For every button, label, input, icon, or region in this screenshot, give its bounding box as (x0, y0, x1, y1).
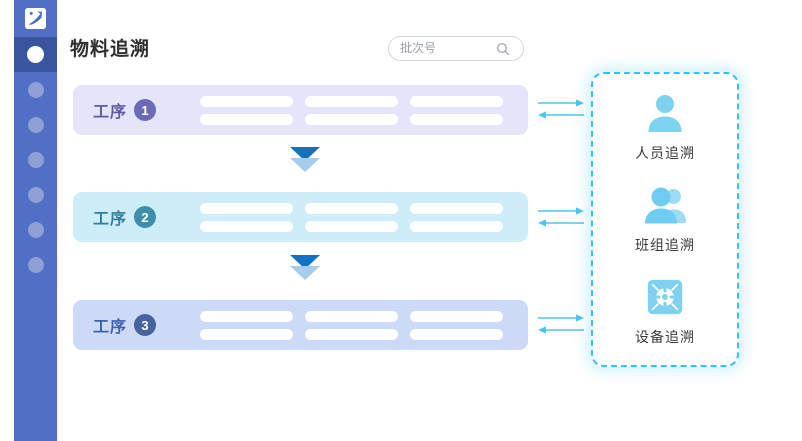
flow-down-arrow-2 (287, 254, 323, 282)
field-column (200, 95, 293, 125)
process-fields-1 (200, 95, 503, 125)
process-label-group-1: 工序 1 (93, 98, 197, 122)
sidebar-item-6[interactable] (14, 212, 57, 247)
process-label-group-3: 工序 3 (93, 313, 197, 337)
process-fields-2 (200, 202, 503, 232)
equipment-gear-icon (643, 276, 687, 318)
search-box[interactable] (388, 36, 524, 61)
sidebar-dot-icon (27, 151, 44, 168)
field-placeholder-bar (410, 95, 503, 107)
process-label-1: 工序 (93, 104, 128, 121)
field-placeholder-bar (200, 220, 293, 232)
field-placeholder-bar (200, 310, 293, 322)
process-label-group-2: 工序 2 (93, 205, 197, 229)
sidebar-dot-icon (27, 256, 44, 273)
field-placeholder-bar (410, 202, 503, 214)
person-icon (643, 92, 687, 134)
sidebar-dot-icon (27, 116, 44, 133)
trace-item-personnel[interactable]: 人员追溯 (593, 92, 737, 163)
trace-item-equipment[interactable]: 设备追溯 (593, 276, 737, 347)
process-row-2[interactable]: 工序 2 (73, 192, 528, 242)
field-placeholder-bar (410, 328, 503, 340)
field-column (410, 202, 503, 232)
sidebar (14, 0, 57, 441)
link-arrow-1 (536, 96, 586, 122)
field-placeholder-bar (200, 328, 293, 340)
field-placeholder-bar (200, 202, 293, 214)
sidebar-item-2[interactable] (14, 72, 57, 107)
trace-label-equipment: 设备追溯 (635, 328, 695, 345)
field-placeholder-bar (305, 310, 398, 322)
field-placeholder-bar (410, 220, 503, 232)
link-arrow-2 (536, 204, 586, 230)
field-placeholder-bar (410, 310, 503, 322)
search-icon[interactable] (496, 42, 510, 56)
trace-panel: 人员追溯 班组追溯 (591, 72, 739, 367)
field-placeholder-bar (305, 202, 398, 214)
group-icon (643, 184, 687, 226)
page-title: 物料追溯 (70, 39, 151, 60)
sidebar-item-7[interactable] (14, 247, 57, 282)
field-placeholder-bar (200, 113, 293, 125)
process-fields-3 (200, 310, 503, 340)
trace-label-personnel: 人员追溯 (635, 145, 695, 162)
logo-mark-icon (25, 8, 46, 29)
field-column (305, 202, 398, 232)
field-column (305, 95, 398, 125)
flow-down-arrow-1 (287, 146, 323, 174)
sidebar-item-4[interactable] (14, 142, 57, 177)
field-placeholder-bar (410, 113, 503, 125)
process-badge-1: 1 (134, 99, 157, 121)
field-placeholder-bar (305, 113, 398, 125)
process-badge-3: 3 (134, 314, 157, 336)
process-label-2: 工序 (93, 211, 128, 228)
trace-label-team: 班组追溯 (635, 236, 695, 253)
sidebar-dot-icon (27, 221, 44, 238)
field-column (200, 202, 293, 232)
sidebar-dot-icon (27, 186, 44, 203)
field-placeholder-bar (305, 95, 398, 107)
process-label-3: 工序 (93, 319, 128, 336)
process-row-1[interactable]: 工序 1 (73, 85, 528, 135)
sidebar-item-3[interactable] (14, 107, 57, 142)
field-column (200, 310, 293, 340)
link-arrow-3 (536, 311, 586, 337)
field-column (305, 310, 398, 340)
field-column (410, 95, 503, 125)
sidebar-dot-icon (27, 46, 44, 63)
field-column (410, 310, 503, 340)
sidebar-item-1[interactable] (14, 37, 57, 72)
app-logo[interactable] (14, 0, 57, 37)
sidebar-dot-icon (27, 81, 44, 98)
field-placeholder-bar (305, 220, 398, 232)
field-placeholder-bar (200, 95, 293, 107)
process-row-3[interactable]: 工序 3 (73, 300, 528, 350)
sidebar-item-5[interactable] (14, 177, 57, 212)
field-placeholder-bar (305, 328, 398, 340)
trace-item-team[interactable]: 班组追溯 (593, 184, 737, 255)
search-input[interactable] (400, 38, 496, 59)
process-badge-2: 2 (134, 206, 157, 228)
